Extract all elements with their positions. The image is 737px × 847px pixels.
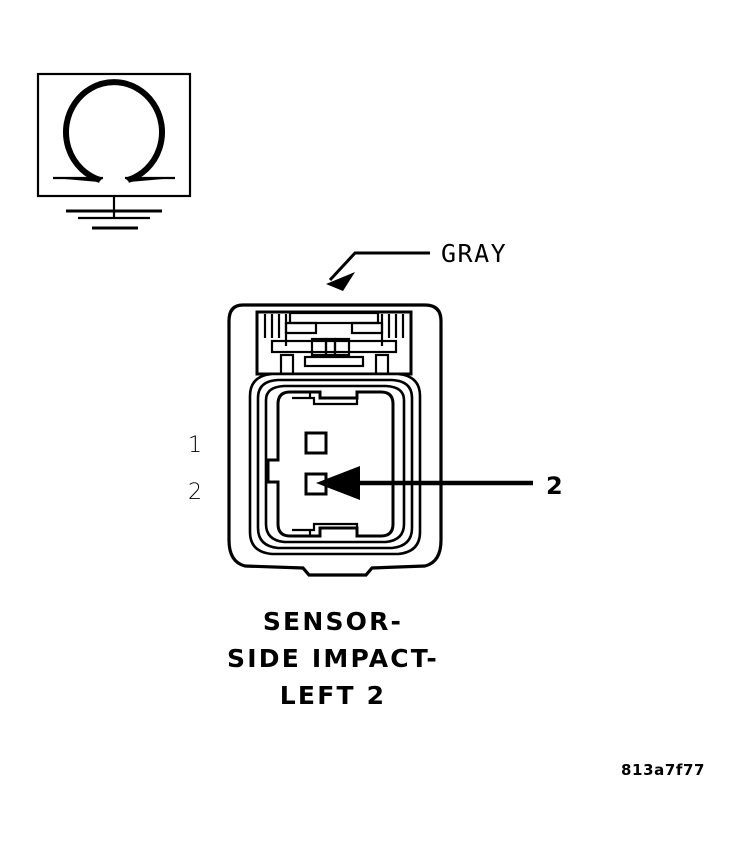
title-line-3: LEFT 2 — [280, 681, 386, 710]
gray-arrowhead-icon — [326, 272, 355, 291]
gray-callout: GRAY — [326, 239, 507, 291]
pin-number-labels: 1 2 — [188, 433, 202, 505]
latch-lower-bar — [303, 355, 365, 368]
latch-step-left — [284, 321, 318, 335]
inner-housing-relief-bottom — [292, 522, 359, 532]
figure-code: 813a7f77 — [621, 761, 705, 779]
latch-center-block-3 — [333, 337, 351, 357]
latch-skirt-edges — [255, 350, 413, 374]
pin-label-1: 1 — [188, 433, 202, 458]
title-line-2: SIDE IMPACT- — [227, 644, 439, 673]
cavity-callout-label: 2 — [546, 472, 563, 500]
connector-body — [227, 303, 443, 577]
omega-loop-icon — [63, 79, 165, 183]
cavity-1 — [304, 431, 328, 455]
lamp-ground-symbol — [36, 72, 192, 230]
gray-leader-line — [328, 251, 430, 282]
cavity-2-callout: 2 — [316, 466, 563, 500]
latch-step-right — [350, 321, 384, 335]
inner-housing-relief-top — [292, 396, 359, 406]
latch-top-bar — [288, 311, 380, 325]
connector-title: SENSOR- SIDE IMPACT- LEFT 2 — [227, 607, 439, 710]
title-line-1: SENSOR- — [263, 607, 403, 636]
pin-label-2: 2 — [188, 480, 202, 505]
inner-cavity-housing — [266, 390, 395, 538]
cavity-callout-arrowhead-icon — [316, 466, 360, 500]
gray-label: GRAY — [441, 239, 507, 268]
